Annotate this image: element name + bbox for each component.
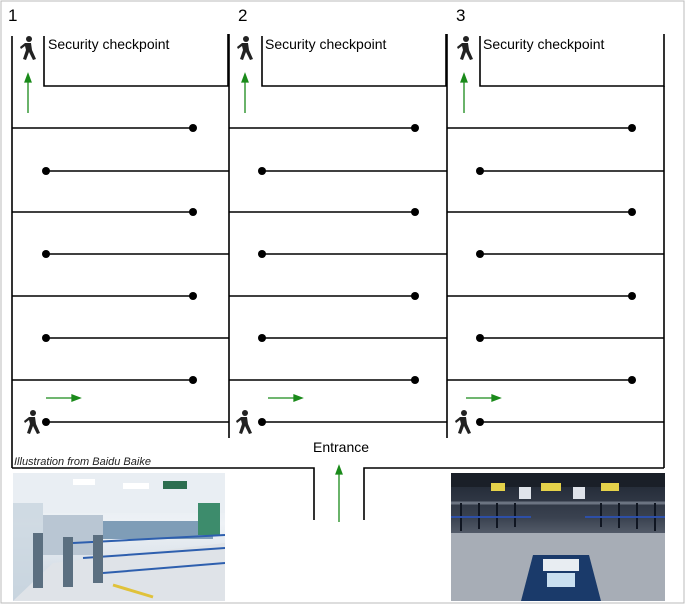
lane-1-checkpoint-label: Security checkpoint	[48, 36, 170, 52]
checkpoint-3-enclosure	[479, 34, 665, 87]
lane-1-post-a1	[189, 124, 197, 132]
walking-person-icon	[455, 410, 471, 434]
lane-3-post-b4	[476, 418, 484, 426]
entrance-wall-left	[12, 467, 315, 520]
lane-3-post-a4	[628, 376, 636, 384]
lane-1-post-a3	[189, 292, 197, 300]
lane-2-post-a4	[411, 376, 419, 384]
lane-3-post-a3	[628, 292, 636, 300]
lane-1-post-b3	[42, 334, 50, 342]
lane-1-post-b4	[42, 418, 50, 426]
lane-3-post-a1	[628, 124, 636, 132]
lane-3-post-a2	[628, 208, 636, 216]
lane-3-post-b3	[476, 334, 484, 342]
lane-3-checkpoint-label: Security checkpoint	[483, 36, 605, 52]
walking-person-icon	[24, 410, 40, 434]
entrance-arrow-head	[335, 464, 343, 475]
entrance-wall-right	[363, 467, 664, 520]
lane-2-post-b4	[258, 418, 266, 426]
walking-person-icon	[20, 36, 36, 60]
lane-2-post-b3	[258, 334, 266, 342]
lane-2-post-a3	[411, 292, 419, 300]
lane-2-post-b1	[258, 167, 266, 175]
lane-2-checkpoint-label: Security checkpoint	[265, 36, 387, 52]
lane-3-entry-arrow-head	[491, 394, 502, 402]
lane-2-entry-arrow-head	[293, 394, 304, 402]
photo-caption: Illustration from Baidu Baike	[14, 456, 151, 468]
walking-person-icon	[457, 36, 473, 60]
lane-2-exit-arrow-head	[241, 72, 249, 83]
terminal-photo-right	[451, 473, 665, 601]
lane-1-exit-arrow-head	[24, 72, 32, 83]
walking-person-icon	[237, 36, 253, 60]
flow-arrows	[24, 72, 502, 522]
terminal-photo-left	[13, 473, 225, 601]
lane-1-post-a2	[189, 208, 197, 216]
lane-3-number: 3	[456, 6, 465, 25]
lane-1-number: 1	[8, 6, 17, 25]
checkpoint-1-enclosure	[43, 34, 229, 87]
lane-3-post-b2	[476, 250, 484, 258]
lane-2-post-a1	[411, 124, 419, 132]
walls	[11, 34, 665, 520]
lane-1-post-b2	[42, 250, 50, 258]
lane-2-post-b2	[258, 250, 266, 258]
walking-person-icon	[236, 410, 252, 434]
checkpoint-2-enclosure	[261, 34, 447, 87]
lane-2-number: 2	[238, 6, 247, 25]
queue-posts	[42, 124, 636, 426]
lane-1-post-a4	[189, 376, 197, 384]
lane-2-post-a2	[411, 208, 419, 216]
lane-3-exit-arrow-head	[460, 72, 468, 83]
lane-3-post-b1	[476, 167, 484, 175]
queue-rails	[12, 127, 664, 423]
walker-icons	[20, 36, 473, 434]
lane-1-entry-arrow-head	[71, 394, 82, 402]
lane-1-post-b1	[42, 167, 50, 175]
entrance-label: Entrance	[313, 439, 369, 455]
